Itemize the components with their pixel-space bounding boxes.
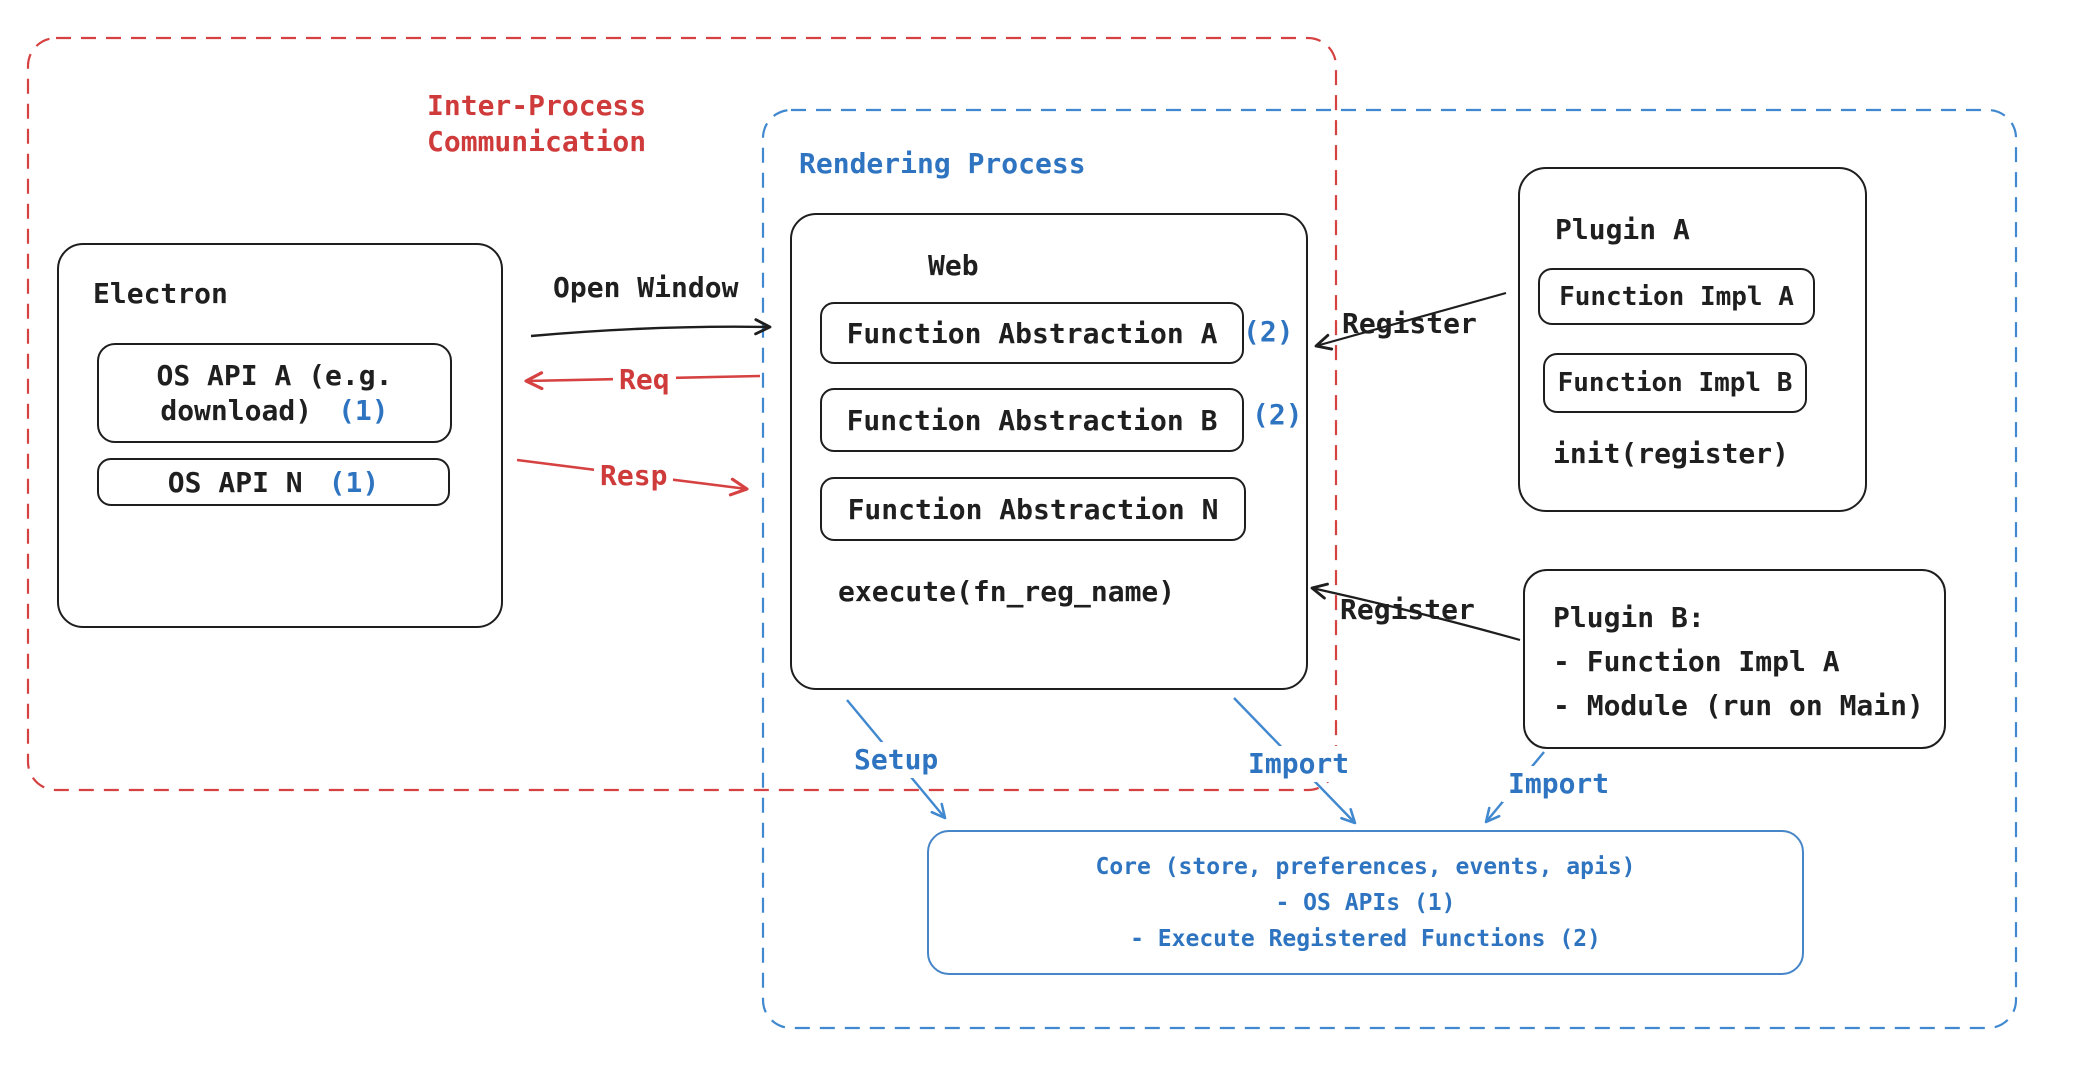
register-plugin-a-label: Register — [1342, 307, 1477, 340]
plugin-b-line3: - Module (run on Main) — [1553, 689, 1924, 722]
function-abstraction-a-badge: (2) — [1243, 315, 1294, 348]
setup-label: Setup — [848, 742, 945, 778]
os-api-a-line1: OS API A (e.g. — [156, 359, 393, 392]
function-abstraction-b-badge: (2) — [1252, 398, 1303, 431]
ipc-group-label: Inter-Process Communication — [427, 88, 646, 160]
function-impl-b-box: Function Impl B — [1543, 353, 1807, 413]
function-abstraction-b-box: Function Abstraction B — [820, 388, 1244, 452]
resp-label: Resp — [594, 458, 674, 494]
web-title: Web — [928, 249, 979, 282]
rendering-process-label: Rendering Process — [799, 147, 1086, 180]
register-plugin-b-arrow — [1310, 582, 1521, 642]
req-label: Req — [613, 362, 676, 398]
register-plugin-b-label: Register — [1340, 593, 1475, 626]
function-abstraction-n-box: Function Abstraction N — [820, 477, 1246, 541]
os-api-a-line2: download) (1) — [160, 393, 388, 428]
init-register-label: init(register) — [1553, 437, 1790, 470]
plugin-b-line2: - Function Impl A — [1553, 645, 1840, 678]
os-api-n-badge: (1) — [328, 465, 380, 499]
ipc-group-label-line1: Inter-Process — [427, 89, 647, 122]
plugin-b-box: Plugin B: - Function Impl A - Module (ru… — [1523, 569, 1946, 749]
ipc-dashed-border — [26, 36, 1338, 792]
os-api-a-badge: (1) — [338, 394, 389, 427]
execute-label: execute(fn_reg_name) — [838, 575, 1176, 608]
plugin-a-title: Plugin A — [1555, 213, 1690, 246]
function-impl-a-box: Function Impl A — [1538, 268, 1815, 325]
open-window-arrow — [530, 318, 772, 338]
os-api-a-line2-text: download) — [160, 394, 313, 427]
core-line2: - OS APIs (1) — [1275, 889, 1456, 916]
plugin-b-line1: Plugin B: — [1553, 601, 1705, 634]
os-api-a-box: OS API A (e.g. download) (1) — [97, 343, 452, 443]
import-plugin-b-label: Import — [1502, 766, 1616, 802]
electron-box — [57, 243, 503, 628]
open-window-label: Open Window — [553, 271, 739, 304]
core-box: Core (store, preferences, events, apis) … — [927, 830, 1804, 975]
plugin-a-box — [1518, 167, 1867, 512]
core-line1: Core (store, preferences, events, apis) — [1095, 853, 1636, 880]
electron-title: Electron — [93, 277, 228, 310]
ipc-group-label-line2: Communication — [427, 125, 647, 158]
core-line3: - Execute Registered Functions (2) — [1130, 925, 1601, 952]
os-api-n-label: OS API N — [167, 465, 303, 499]
import-core-label: Import — [1242, 746, 1356, 782]
os-api-n-box: OS API N (1) — [97, 458, 450, 506]
register-plugin-a-arrow — [1314, 291, 1507, 351]
function-abstraction-a-box: Function Abstraction A — [820, 302, 1244, 364]
web-box — [790, 213, 1308, 690]
